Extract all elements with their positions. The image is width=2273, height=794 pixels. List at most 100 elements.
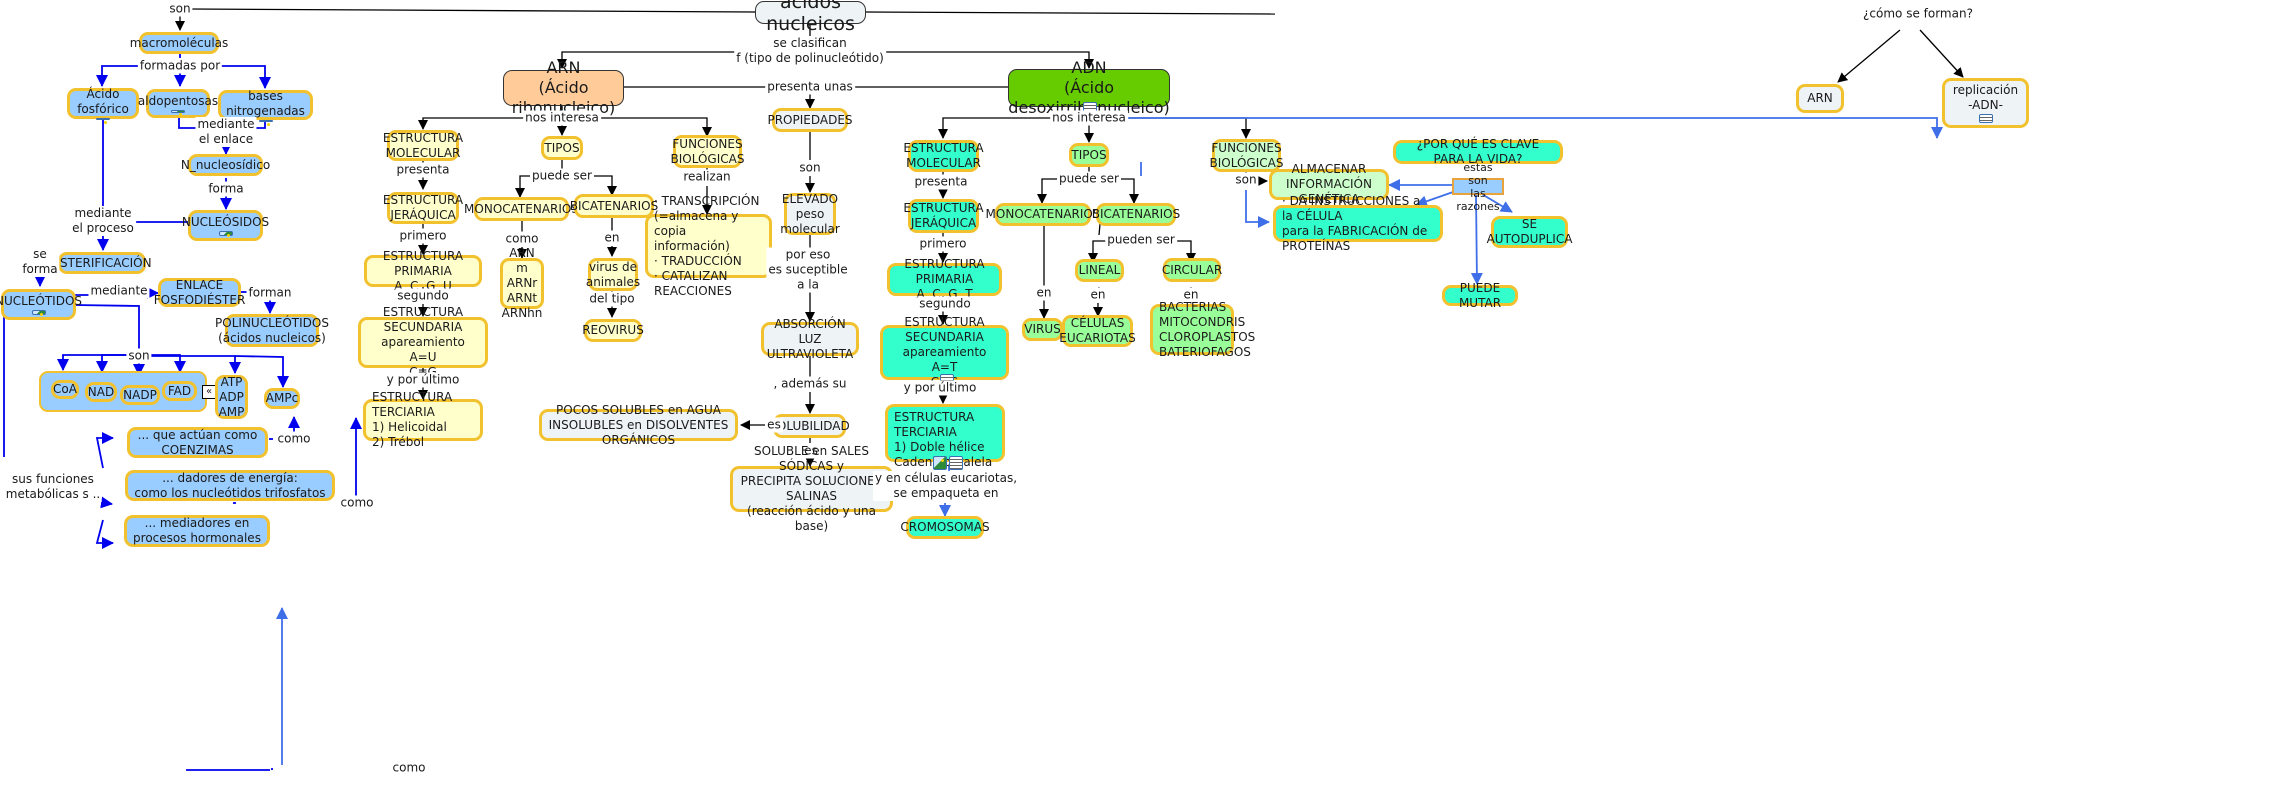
node-estas-son-las-razones[interactable]: estas son las razones <box>1452 161 1504 213</box>
link-y-por-ultimo: y por último <box>901 380 979 396</box>
node-celulas-eucariotas[interactable]: CÉLULAS EUCARIOTAS <box>1059 315 1136 347</box>
node-bacterias-lista[interactable]: BACTERIAS MITOCONDRIS CLOROPLASTOS BATER… <box>1150 300 1255 359</box>
node-label: ESTRUCTURA MOLECULAR <box>903 141 984 170</box>
node-acido-fosforico[interactable]: Ácido fosfórico <box>67 87 139 124</box>
node-label: ABSORCIÓN LUZ ULTRAVIOLETA <box>766 316 854 361</box>
node-reovirus[interactable]: REOVIRUS <box>582 319 644 342</box>
node-enlace-fosfodiester[interactable]: ENLACE FOSFODIÉSTER <box>154 278 245 307</box>
node-label: POCOS SOLUBLES en AGUA INSOLUBLES en DIS… <box>548 402 729 447</box>
node-adn-monocatenarios[interactable]: MONOCATENARIOS <box>986 203 1100 226</box>
node-adn-estructura-terciaria[interactable]: ESTRUCTURA TERCIARIA 1) Doble hélice Cad… <box>885 404 1005 499</box>
node-bases-nitrogenadas[interactable]: bases nitrogenadas <box>218 89 313 126</box>
node-label: LINEAL <box>1078 263 1121 277</box>
node-soluble-sales[interactable]: SOLUBLE en SALES SÓDICAS y PRECIPITA SOL… <box>730 444 893 533</box>
node-virus[interactable]: VIRUS <box>1022 318 1063 341</box>
node-solubilidad[interactable]: SOLUBILIDAD <box>769 414 850 438</box>
node-label: ... dadores de energía: como los nucleót… <box>134 470 326 500</box>
document-attachment-icon[interactable] <box>1978 114 1993 123</box>
node-adn[interactable]: ADN (Ácido desoxirribonucleico) <box>1008 58 1170 117</box>
node-se-autoduplica[interactable]: SE AUTODUPLICA <box>1487 216 1572 248</box>
node-polinucleotidos[interactable]: POLINUCLEÓTIDOS (ácidos nucleicos) <box>215 314 329 347</box>
node-adn-estructura-secundaria[interactable]: ESTRUCTURA SECUNDARIA apareamiento A=T C… <box>880 315 1009 389</box>
link-realizan: realizan <box>681 169 733 185</box>
image-attachment-icon[interactable] <box>258 119 273 126</box>
node-arn-estructura-molecular[interactable]: ESTRUCTURA MOLECULAR <box>383 130 463 161</box>
node-formacion-arn[interactable]: ARN <box>1796 84 1844 113</box>
link-por-eso: por eso es suceptible a la <box>766 247 850 293</box>
link-forma: forma <box>206 181 246 197</box>
node-dadores-energia[interactable]: ... dadores de energía: como los nucleót… <box>125 470 335 501</box>
node-n-nucleosidico[interactable]: N_nucleosídico <box>181 154 270 176</box>
node-macromoleculas[interactable]: macromoléculas <box>130 32 228 54</box>
node-arn[interactable]: ARN (Ácido ribonucleico) <box>503 58 624 117</box>
root-node-acidos-nucleicos[interactable]: ácidos nucleicos <box>755 0 866 35</box>
link-se-empaqueta: y en células eucariotas, se empaqueta en <box>872 471 1020 501</box>
node-aldopentosas[interactable]: aldopentosas <box>138 89 218 118</box>
node-arn-funciones-lista[interactable]: · TRANSCRIPCIÓN (=almacena y copia infor… <box>645 194 772 298</box>
node-arn-tipos[interactable]: TIPOS <box>541 136 583 160</box>
node-label: ESTRUCTURA PRIMARIA A, C, G, T <box>904 257 985 301</box>
link-presenta-unas: presenta unas <box>765 79 855 95</box>
node-pocos-solubles[interactable]: POCOS SOLUBLES en AGUA INSOLUBLES en DIS… <box>539 403 738 447</box>
node-label: MONOCATENARIOS <box>985 207 1101 221</box>
node-replicacion-adn[interactable]: replicación -ADN- <box>1942 78 2029 128</box>
node-arn-lista[interactable]: ARN m ARNr ARNt ARNhn <box>500 246 544 320</box>
node-adn-bicatenarios[interactable]: BICATENARIOS <box>1092 203 1180 226</box>
node-label: ... mediadores en procesos hormonales <box>133 516 261 545</box>
collapse-icon[interactable]: « <box>202 385 216 399</box>
node-nucleosidos[interactable]: NUCLEÓSIDOS <box>182 210 269 241</box>
node-elevado-peso-molecular[interactable]: ELEVADO peso molecular <box>780 192 840 236</box>
node-adn-estructura-molecular[interactable]: ESTRUCTURA MOLECULAR <box>903 140 984 172</box>
node-label: AMPc <box>265 391 299 405</box>
node-cromosomas[interactable]: CROMOSOMAS <box>900 516 990 539</box>
node-almacenar-informacion[interactable]: ALMACENAR INFORMACIÓN GENÉTICA <box>1269 162 1389 206</box>
node-label: replicación -ADN- <box>1952 83 2019 112</box>
node-label: SE AUTODUPLICA <box>1486 217 1573 246</box>
node-arn-estructura-primaria[interactable]: ESTRUCTURA PRIMARIA A, C, G, U <box>364 249 482 293</box>
attachment-icons <box>933 455 963 470</box>
node-fad[interactable]: FAD <box>162 381 197 401</box>
image-attachment-icon[interactable] <box>171 110 185 116</box>
document-attachment-icon[interactable] <box>949 456 963 470</box>
link-mediante-el-proceso: mediante el proceso <box>70 206 136 236</box>
node-adn-tipos[interactable]: TIPOS <box>1069 143 1109 167</box>
node-arn-estructura-terciaria[interactable]: ESTRUCTURA TERCIARIA 1) Helicoidal 2) Tr… <box>363 390 483 449</box>
image-attachment-icon[interactable] <box>31 310 46 316</box>
node-ampc[interactable]: AMPc <box>264 388 300 409</box>
node-adn-funciones-biologicas[interactable]: FUNCIONES BIOLÓGICAS <box>1210 139 1283 172</box>
node-nad[interactable]: NAD <box>85 382 117 402</box>
node-arn-estructura-secundaria[interactable]: ESTRUCTURA SECUNDARIA apareamiento A=U C… <box>358 305 488 379</box>
node-puede-mutar[interactable]: PUEDE MUTAR <box>1442 281 1518 310</box>
node-arn-estructura-jerarquica[interactable]: ESTRUCTURA JERÁQUICA <box>383 192 463 224</box>
node-arn-funciones-biologicas[interactable]: FUNCIONES BIOLÓGICAS <box>671 135 744 168</box>
node-arn-bicatenarios[interactable]: BICATENARIOS <box>570 194 658 218</box>
link-son: son <box>1233 172 1259 188</box>
image-attachment-icon[interactable] <box>218 231 233 237</box>
node-adn-estructura-primaria[interactable]: ESTRUCTURA PRIMARIA A, C, G, T <box>887 257 1002 301</box>
node-coa[interactable]: CoA <box>51 380 79 399</box>
node-arn-monocatenarios[interactable]: MONOCATENARIOS <box>464 197 579 221</box>
image-attachment-icon[interactable] <box>933 456 947 470</box>
node-esterificacion[interactable]: ESTERIFICACIÓN <box>52 252 152 274</box>
link-es: es <box>765 417 783 433</box>
link-en: en <box>1181 287 1201 303</box>
node-absorcion-uv[interactable]: ABSORCIÓN LUZ ULTRAVIOLETA <box>761 317 859 361</box>
link-se-forma: se forma <box>20 247 60 277</box>
node-circular[interactable]: CIRCULAR <box>1162 258 1222 282</box>
node-propiedades[interactable]: PROPIEDADES <box>767 108 853 132</box>
node-label: NAD <box>87 384 115 399</box>
link-en: en <box>1034 285 1054 301</box>
node-nucleotidos[interactable]: NUCLEÓTIDOS <box>0 289 82 320</box>
image-attachment-icon[interactable] <box>96 118 110 124</box>
node-clave-para-la-vida[interactable]: ¿POR QUÉ ES CLAVE PARA LA VIDA? <box>1393 137 1563 166</box>
node-label: PUEDE MUTAR <box>1458 280 1502 310</box>
node-coenzimas[interactable]: ... que actúan como COENZIMAS <box>127 427 268 458</box>
node-virus-animales[interactable]: virus de animales <box>586 258 640 291</box>
node-da-instrucciones[interactable]: · DA INSTRUCCIONES a la CÉLULA para la F… <box>1273 194 1443 253</box>
node-mediadores[interactable]: ... mediadores en procesos hormonales <box>124 515 270 547</box>
node-lineal[interactable]: LINEAL <box>1075 259 1124 282</box>
node-adn-estructura-jerarquica[interactable]: ESTRUCTURA JERÁQUICA <box>903 199 984 233</box>
node-nadp[interactable]: NADP <box>120 385 160 405</box>
node-atp-adp-amp[interactable]: ATP ADP AMP <box>215 375 248 419</box>
